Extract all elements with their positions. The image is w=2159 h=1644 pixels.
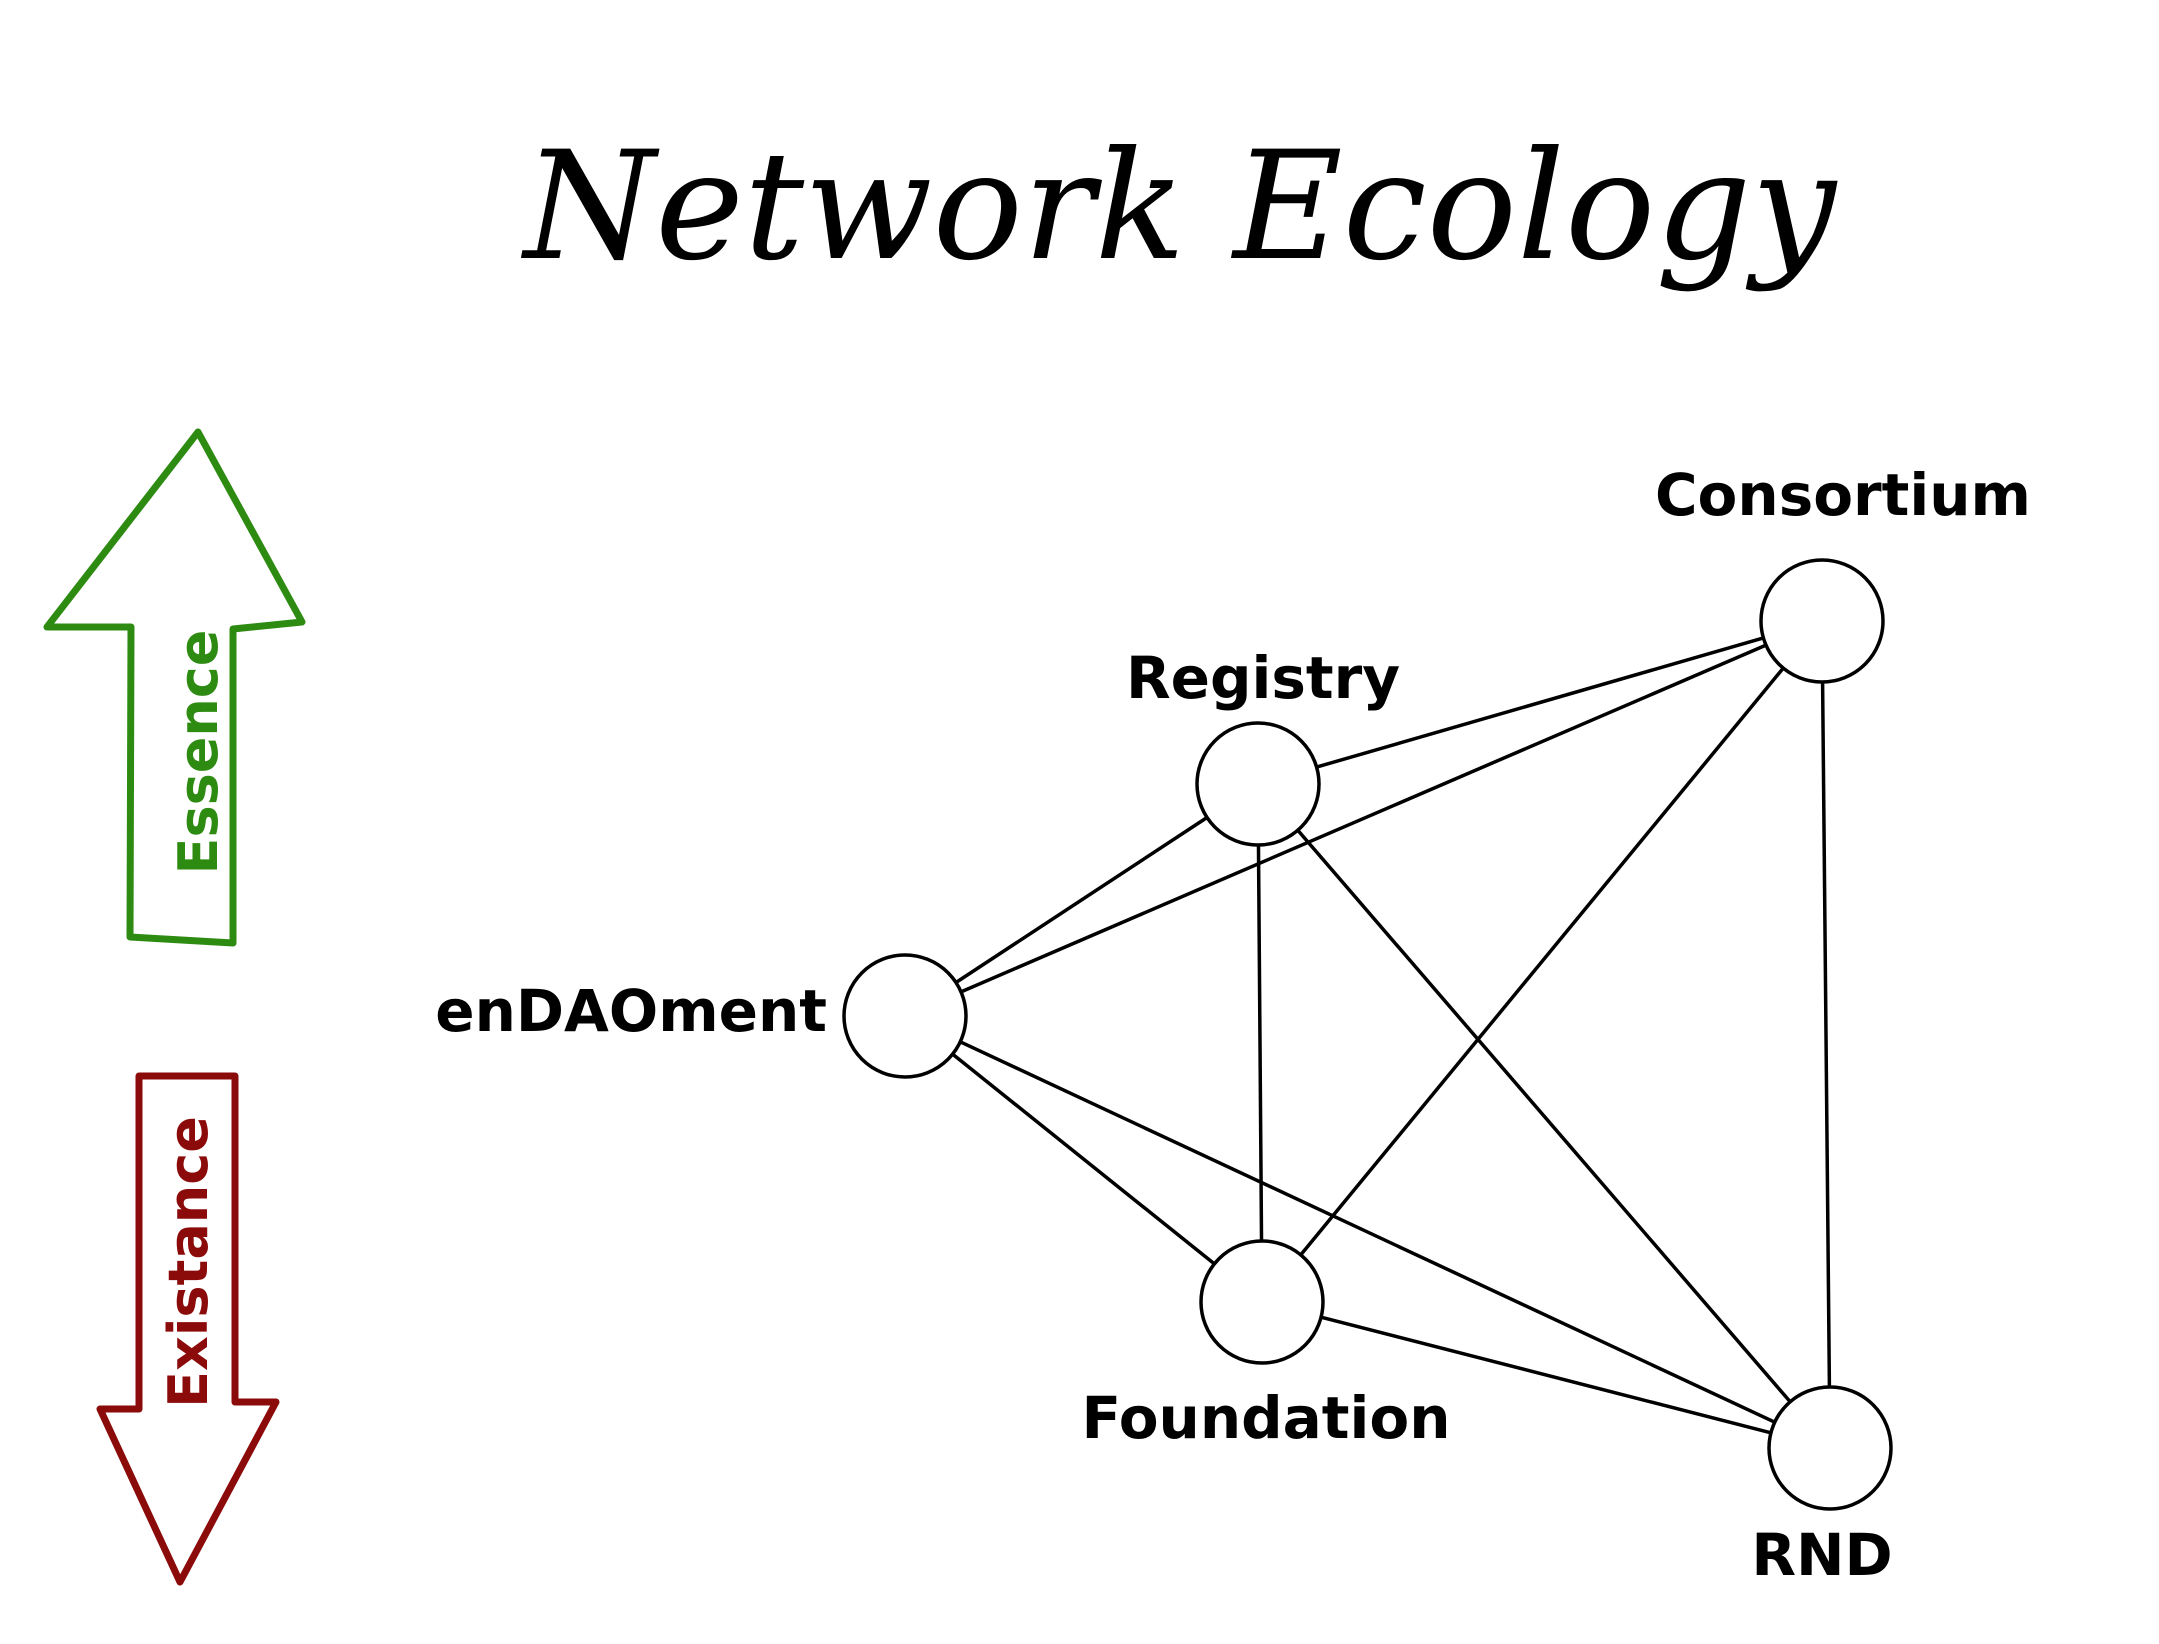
edge-endaoment-rnd (959, 1040, 1776, 1424)
node-label-rnd: RND (1751, 1521, 1892, 1589)
node-foundation: Foundation (1081, 1239, 1451, 1452)
node-circle-endaoment (842, 953, 968, 1079)
existance-label: Existance (157, 1116, 220, 1408)
edge-endaoment-foundation (951, 1052, 1216, 1266)
node-circle-registry (1195, 721, 1321, 847)
essence-label: Essence (167, 630, 230, 875)
node-circle-consortium (1759, 558, 1885, 684)
edge-endaoment-registry (955, 816, 1208, 984)
down-arrow-icon (96, 1072, 280, 1586)
node-label-foundation: Foundation (1081, 1384, 1450, 1452)
node-endaoment: enDAOment (435, 953, 968, 1079)
node-registry: Registry (1126, 644, 1400, 847)
node-label-registry: Registry (1126, 644, 1400, 712)
edge-foundation-consortium (1299, 667, 1785, 1256)
up-arrow-icon (43, 428, 306, 947)
edge-foundation-rnd (1320, 1315, 1772, 1435)
node-circle-foundation (1199, 1239, 1325, 1365)
node-label-endaoment: enDAOment (435, 977, 827, 1045)
essence-arrow: Essence (43, 428, 306, 947)
network-edges (951, 636, 1832, 1435)
edge-consortium-rnd (1820, 681, 1832, 1388)
edge-registry-rnd (1296, 829, 1792, 1403)
page-title: Network Ecology (521, 120, 1838, 294)
edge-endaoment-consortium (960, 643, 1767, 994)
existance-arrow: Existance (96, 1072, 280, 1586)
edge-registry-foundation (1256, 844, 1264, 1242)
node-rnd: RND (1751, 1385, 1893, 1589)
node-consortium: Consortium (1655, 461, 2031, 684)
node-circle-rnd (1767, 1385, 1893, 1511)
edge-registry-consortium (1316, 636, 1764, 769)
node-label-consortium: Consortium (1655, 461, 2031, 529)
